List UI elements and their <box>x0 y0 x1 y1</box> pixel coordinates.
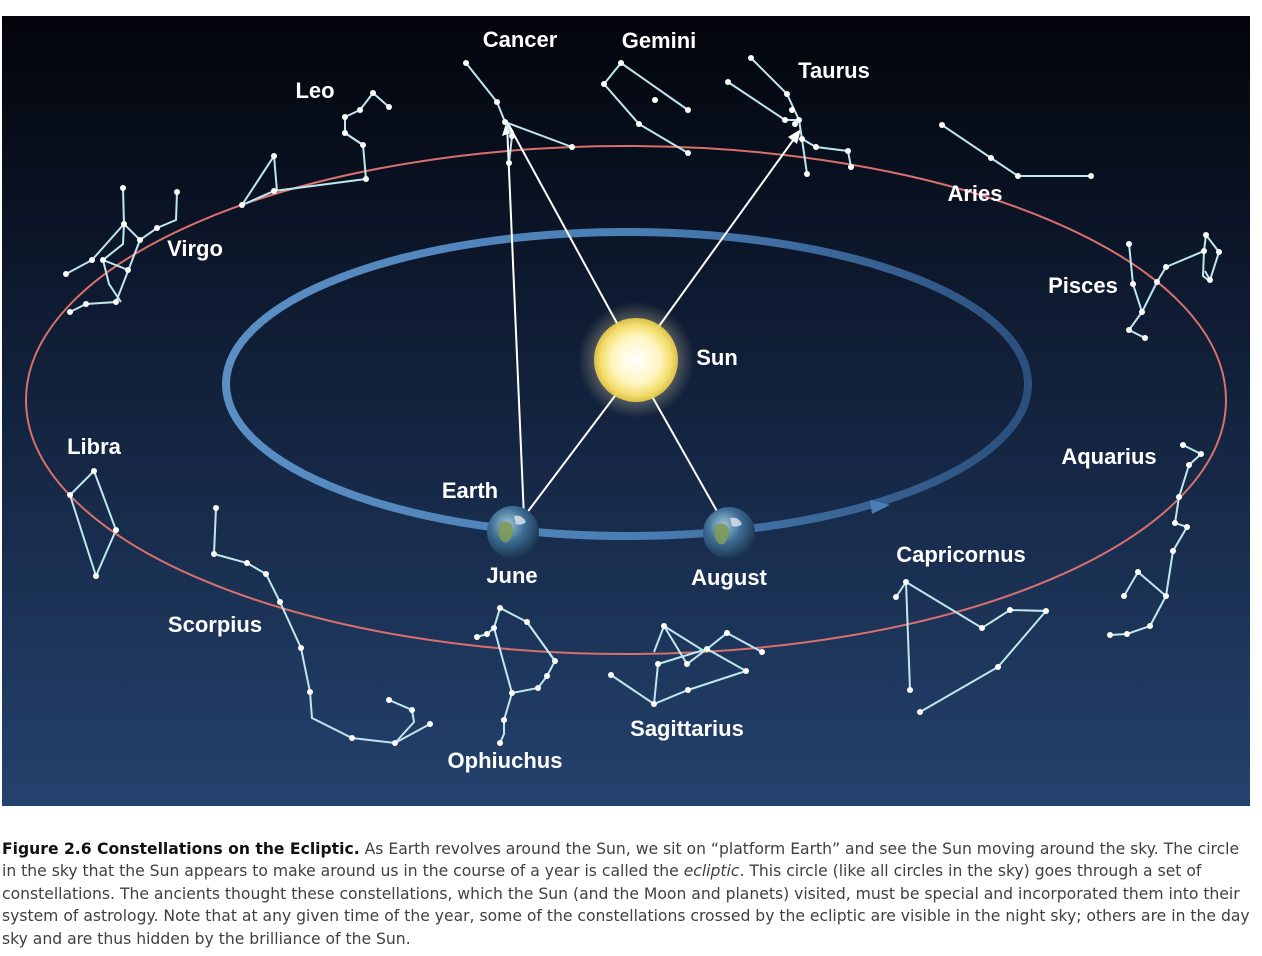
label-aries: Aries <box>947 181 1002 206</box>
earth-june-icon <box>487 506 539 558</box>
label-cancer: Cancer <box>483 27 558 52</box>
label-ophiuchus: Ophiuchus <box>448 748 563 773</box>
constellation-aries <box>939 122 1094 179</box>
constellation-capricornus <box>893 579 1049 715</box>
constellation-virgo <box>63 185 180 315</box>
label-libra: Libra <box>67 434 122 459</box>
label-capricornus: Capricornus <box>896 542 1026 567</box>
constellation-gemini <box>601 60 691 156</box>
constellation-leo <box>239 90 392 208</box>
label-scorpius: Scorpius <box>168 612 262 637</box>
constellation-ophiuchus <box>474 605 558 746</box>
arrow-to-taurus <box>788 129 801 144</box>
ecliptic-circle <box>25 145 1227 655</box>
earth-orbit <box>222 228 1032 540</box>
earth-august-icon <box>703 507 755 559</box>
label-sagittarius: Sagittarius <box>630 716 744 741</box>
ecliptic-figure: Cancer Gemini Taurus Leo Aries Virgo Pis… <box>2 16 1250 806</box>
constellation-libra <box>67 468 119 579</box>
caption-text-part-2: . This circle (like all circles in the s… <box>2 862 1250 948</box>
figure-caption: Figure 2.6 Constellations on the Eclipti… <box>2 838 1252 950</box>
label-virgo: Virgo <box>167 236 223 261</box>
constellation-pisces <box>1126 232 1222 341</box>
constellation-cancer <box>463 60 575 166</box>
label-august: August <box>691 565 767 590</box>
constellation-sagittarius <box>608 623 765 707</box>
label-sun: Sun <box>696 345 738 370</box>
label-leo: Leo <box>295 78 334 103</box>
constellation-taurus <box>725 55 854 177</box>
caption-term-ecliptic: ecliptic <box>683 862 740 881</box>
label-aquarius: Aquarius <box>1061 444 1156 469</box>
label-pisces: Pisces <box>1048 273 1118 298</box>
caption-text-part-1: As Earth revolves around the Sun, we sit… <box>2 840 1240 881</box>
ecliptic-diagram: Cancer Gemini Taurus Leo Aries Virgo Pis… <box>2 16 1250 806</box>
orbit-direction-arrow <box>870 500 890 514</box>
sun-icon <box>594 318 678 402</box>
label-june: June <box>486 563 537 588</box>
constellation-scorpius <box>211 505 433 746</box>
label-taurus: Taurus <box>798 58 870 83</box>
constellation-aquarius <box>1107 442 1204 638</box>
label-earth: Earth <box>442 478 498 503</box>
label-gemini: Gemini <box>622 28 697 53</box>
caption-title: Figure 2.6 Constellations on the Eclipti… <box>2 840 360 858</box>
sightline-june <box>506 123 525 519</box>
